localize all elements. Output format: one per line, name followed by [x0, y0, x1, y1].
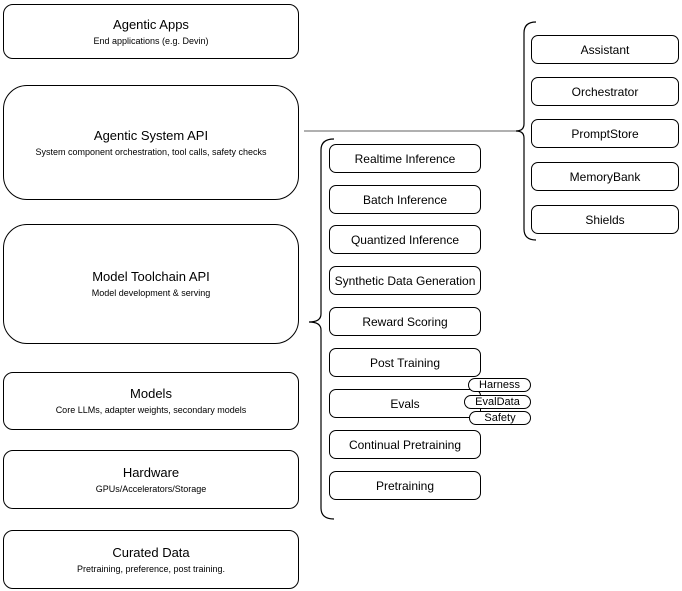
- box-label: Orchestrator: [571, 84, 639, 99]
- box-subtitle: End applications (e.g. Devin): [93, 35, 209, 46]
- box-subtitle: GPUs/Accelerators/Storage: [95, 483, 207, 494]
- box-label: Shields: [585, 212, 625, 227]
- box-models: Models Core LLMs, adapter weights, secon…: [3, 372, 299, 430]
- box-hardware: Hardware GPUs/Accelerators/Storage: [3, 450, 299, 509]
- box-label: Continual Pretraining: [348, 437, 462, 452]
- box-memorybank: MemoryBank: [531, 162, 679, 191]
- tag-harness: Harness: [468, 378, 531, 392]
- box-label: Quantized Inference: [350, 232, 460, 247]
- box-label: Batch Inference: [362, 192, 448, 207]
- box-title: Hardware: [122, 464, 180, 480]
- box-label: PromptStore: [571, 126, 639, 141]
- box-title: Agentic System API: [93, 127, 209, 143]
- box-label: Synthetic Data Generation: [334, 273, 476, 288]
- box-label: Post Training: [369, 355, 441, 370]
- box-promptstore: PromptStore: [531, 119, 679, 148]
- box-realtime-inference: Realtime Inference: [329, 144, 481, 173]
- box-pretraining: Pretraining: [329, 471, 481, 500]
- box-continual-pretraining: Continual Pretraining: [329, 430, 481, 459]
- box-label: Pretraining: [375, 478, 435, 493]
- box-title: Curated Data: [112, 544, 190, 560]
- box-agentic-system-api: Agentic System API System component orch…: [3, 85, 299, 200]
- box-subtitle: Pretraining, preference, post training.: [76, 563, 226, 574]
- box-subtitle: System component orchestration, tool cal…: [35, 146, 267, 157]
- box-label: Realtime Inference: [354, 151, 456, 166]
- box-synthetic-data-generation: Synthetic Data Generation: [329, 266, 481, 295]
- box-label: Reward Scoring: [362, 314, 448, 329]
- box-title: Model Toolchain API: [92, 269, 210, 284]
- tag-evaldata: EvalData: [464, 395, 531, 409]
- box-batch-inference: Batch Inference: [329, 185, 481, 214]
- box-shields: Shields: [531, 205, 679, 234]
- box-orchestrator: Orchestrator: [531, 77, 679, 106]
- box-title: Agentic Apps: [113, 16, 189, 32]
- box-agentic-apps: Agentic Apps End applications (e.g. Devi…: [3, 4, 299, 59]
- box-label: Evals: [390, 396, 420, 411]
- box-post-training: Post Training: [329, 348, 481, 377]
- box-title: Models: [130, 386, 172, 401]
- box-subtitle: Core LLMs, adapter weights, secondary mo…: [55, 405, 247, 415]
- tag-label: Safety: [484, 412, 516, 424]
- box-reward-scoring: Reward Scoring: [329, 307, 481, 336]
- tag-label: Harness: [479, 379, 520, 391]
- tag-label: EvalData: [475, 396, 520, 408]
- box-assistant: Assistant: [531, 35, 679, 64]
- box-subtitle: Model development & serving: [91, 288, 211, 298]
- box-evals: Evals: [329, 389, 481, 418]
- box-model-toolchain-api: Model Toolchain API Model development & …: [3, 224, 299, 344]
- box-curated-data: Curated Data Pretraining, preference, po…: [3, 530, 299, 589]
- box-label: MemoryBank: [569, 169, 641, 184]
- tag-safety: Safety: [469, 411, 531, 425]
- box-label: Assistant: [580, 42, 630, 57]
- box-quantized-inference: Quantized Inference: [329, 225, 481, 254]
